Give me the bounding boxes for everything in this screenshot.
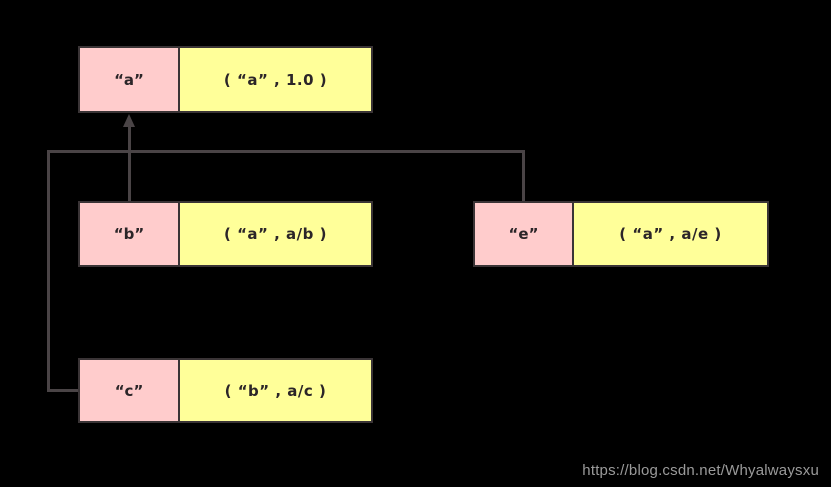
node-b-key: “b” bbox=[80, 203, 180, 265]
node-c-key: “c” bbox=[80, 360, 180, 421]
edge-vertical-left-rail bbox=[47, 150, 50, 391]
node-c-value: ( “b” , a/c ) bbox=[180, 360, 371, 421]
node-b[interactable]: “b” ( “a” , a/b ) bbox=[78, 201, 373, 267]
node-c[interactable]: “c” ( “b” , a/c ) bbox=[78, 358, 373, 423]
node-e-value: ( “a” , a/e ) bbox=[574, 203, 767, 265]
watermark-text: https://blog.csdn.net/Whyalwaysxu bbox=[582, 462, 819, 479]
node-b-value: ( “a” , a/b ) bbox=[180, 203, 371, 265]
edge-vertical-to-node-e bbox=[522, 150, 525, 203]
edge-vertical-to-node-a bbox=[128, 120, 131, 203]
edge-horizontal-to-node-c bbox=[47, 389, 81, 392]
node-a-value: ( “a” , 1.0 ) bbox=[180, 48, 371, 111]
node-a[interactable]: “a” ( “a” , 1.0 ) bbox=[78, 46, 373, 113]
node-e[interactable]: “e” ( “a” , a/e ) bbox=[473, 201, 769, 267]
node-a-key: “a” bbox=[80, 48, 180, 111]
node-e-key: “e” bbox=[475, 203, 574, 265]
edge-horizontal-junction bbox=[47, 150, 525, 153]
arrowhead-icon-to-node-a bbox=[123, 114, 135, 127]
